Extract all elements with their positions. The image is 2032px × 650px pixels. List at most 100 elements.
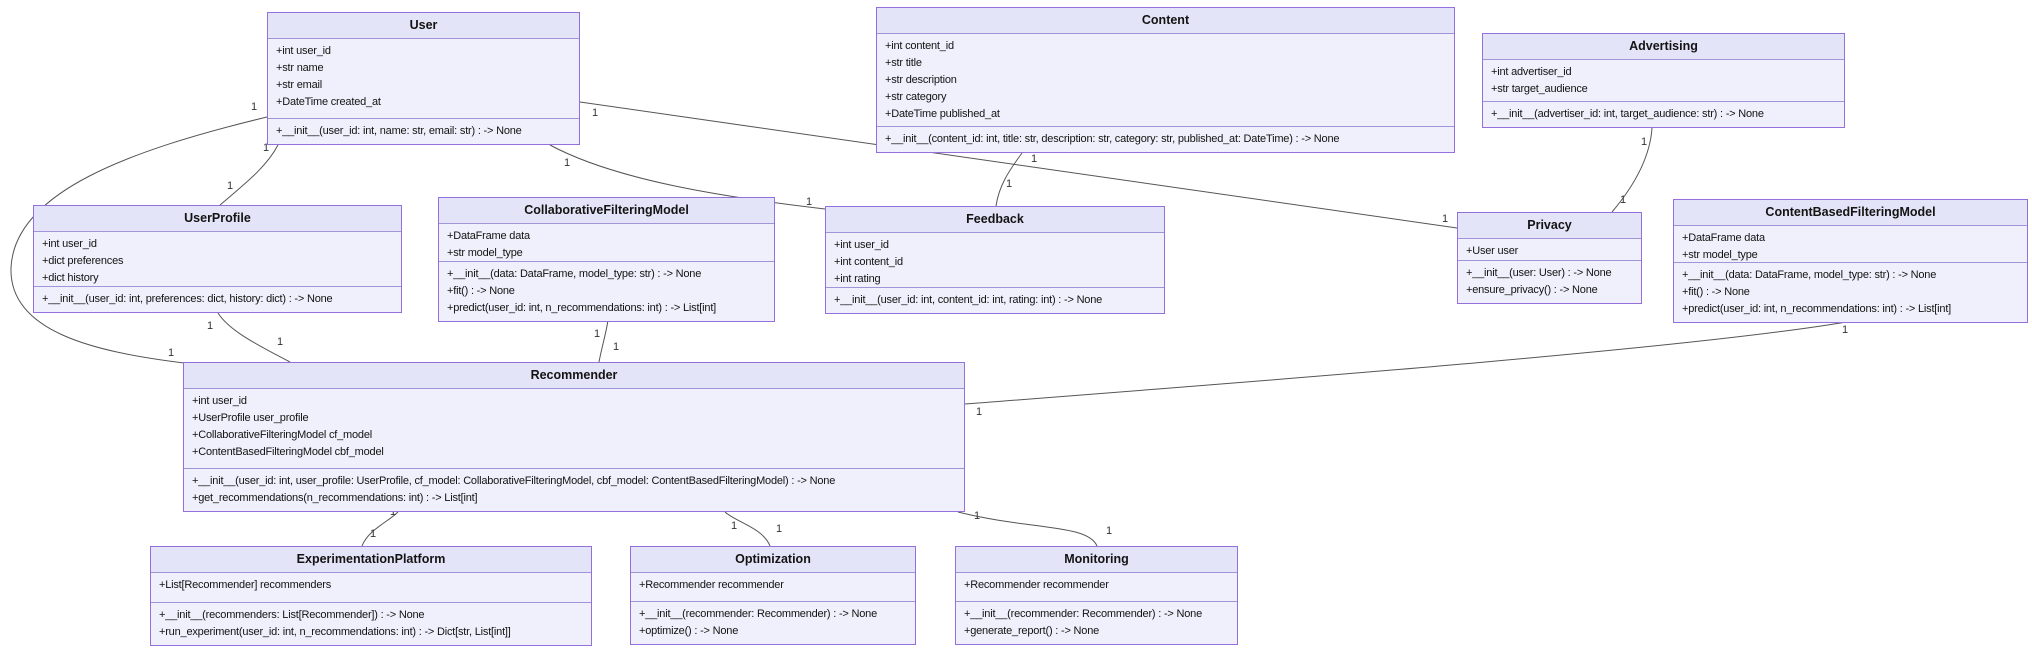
- method: +__init__(advertiser_id: int, target_aud…: [1491, 108, 1764, 120]
- method: +ensure_privacy() : -> None: [1466, 284, 1598, 296]
- methods-section: +__init__(user_id: int, content_id: int,…: [826, 287, 1164, 313]
- method: +__init__(user_id: int, name: str, email…: [276, 125, 522, 137]
- class-title: ContentBasedFilteringModel: [1674, 200, 2027, 225]
- attributes-section: +List[Recommender] recommenders: [151, 572, 591, 602]
- relationship-line-userprofile-recommender: [217, 312, 291, 363]
- multiplicity-label: 1: [1620, 194, 1626, 206]
- attributes-section: +DataFrame data +str model_type: [439, 223, 774, 261]
- relationship-line-advertising-privacy: [1611, 127, 1653, 213]
- relationship-line-recommender-monitoring: [957, 511, 1098, 547]
- attribute: +str target_audience: [1491, 83, 1588, 95]
- class-title: UserProfile: [34, 206, 401, 231]
- method: +fit() : -> None: [447, 285, 515, 297]
- multiplicity-label: 1: [1106, 525, 1112, 537]
- method: +__init__(data: DataFrame, model_type: s…: [447, 268, 702, 280]
- attribute: +str model_type: [1682, 249, 1758, 261]
- multiplicity-label: 1: [1006, 178, 1012, 190]
- attributes-section: +DataFrame data +str model_type: [1674, 225, 2027, 262]
- multiplicity-label: 1: [594, 328, 600, 340]
- attribute: +ContentBasedFilteringModel cbf_model: [192, 446, 384, 458]
- attribute: +int content_id: [834, 256, 903, 268]
- relationship-line-user-recommender: [10, 116, 268, 364]
- multiplicity-label: 1: [592, 107, 598, 119]
- attribute: +UserProfile user_profile: [192, 412, 309, 424]
- relationship-line-recommender-experimentationplatform: [361, 511, 399, 547]
- relationship-line-contentbasedfilteringmodel-recommender: [964, 320, 1853, 405]
- attribute: +DataFrame data: [1682, 232, 1765, 244]
- relationship-line-recommender-optimization: [724, 511, 771, 547]
- multiplicity-label: 1: [370, 528, 376, 540]
- attribute: +int rating: [834, 273, 881, 285]
- attributes-section: +Recommender recommender: [956, 572, 1237, 601]
- methods-section: +__init__(content_id: int, title: str, d…: [877, 126, 1454, 152]
- method: +__init__(user: User) : -> None: [1466, 267, 1612, 279]
- relationship-line-collaborativefilteringmodel-recommender: [598, 319, 609, 363]
- class-recommender: Recommender+int user_id+UserProfile user…: [183, 362, 965, 512]
- attribute: +DateTime published_at: [885, 108, 1000, 120]
- multiplicity-label: 1: [227, 180, 233, 192]
- class-optimization: Optimization +Recommender recommender +__i…: [630, 546, 916, 645]
- attribute: +str model_type: [447, 247, 523, 259]
- relationship-line-user-privacy: [579, 101, 1458, 229]
- methods-section: +__init__(recommender: Recommender) : ->…: [956, 601, 1237, 644]
- class-title: Optimization: [631, 547, 915, 572]
- method: +get_recommendations(n_recommendations: …: [192, 492, 478, 504]
- attributes-section: +int user_id +int content_id +int rating: [826, 232, 1164, 287]
- attribute: +str description: [885, 74, 957, 86]
- attribute: +User user: [1466, 245, 1519, 257]
- attributes-section: +User user: [1458, 238, 1641, 260]
- class-privacy: Privacy+User user+__init__(user: User) :…: [1457, 212, 1642, 304]
- multiplicity-label: 1: [207, 320, 213, 332]
- attributes-section: +Recommender recommender: [631, 572, 915, 601]
- attributes-section: +int advertiser_id+str target_audience: [1483, 59, 1844, 101]
- class-title: ExperimentationPlatform: [151, 547, 591, 572]
- multiplicity-label: 1: [1842, 324, 1848, 336]
- multiplicity-label: 1: [731, 520, 737, 532]
- method: +__init__(recommender: Recommender) : ->…: [964, 608, 1203, 620]
- attribute: +str category: [885, 91, 947, 103]
- attribute: +Recommender recommender: [964, 579, 1109, 591]
- multiplicity-label: 1: [1031, 153, 1037, 165]
- class-user: User+int user_id+str name+str email+Date…: [267, 12, 580, 145]
- method: +run_experiment(user_id: int, n_recommen…: [159, 626, 511, 638]
- method: +optimize() : -> None: [639, 625, 739, 637]
- method: +__init__(content_id: int, title: str, d…: [885, 133, 1340, 145]
- attribute: +str title: [885, 57, 922, 69]
- attributes-section: +int content_id+str title+str descriptio…: [877, 33, 1454, 126]
- methods-section: +__init__(data: DataFrame, model_type: s…: [1674, 262, 2027, 322]
- method: +__init__(recommenders: List[Recommender…: [159, 609, 425, 621]
- methods-section: +__init__(user_id: int, name: str, email…: [268, 118, 579, 144]
- attributes-section: +int user_id+str name+str email+DateTime…: [268, 38, 579, 118]
- attributes-section: +int user_id+UserProfile user_profile+Co…: [184, 388, 964, 468]
- class-content: Content+int content_id+str title+str des…: [876, 7, 1455, 153]
- attribute: +int user_id: [834, 239, 889, 251]
- multiplicity-label: 1: [776, 523, 782, 535]
- class-title: Recommender: [184, 363, 964, 388]
- class-userprofile: UserProfile+int user_id+dict preferences…: [33, 205, 402, 313]
- attributes-section: +int user_id+dict preferences+dict histo…: [34, 231, 401, 286]
- multiplicity-label: 1: [974, 510, 980, 522]
- methods-section: +__init__(user_id: int, preferences: dic…: [34, 286, 401, 312]
- method: +predict(user_id: int, n_recommendations…: [447, 302, 717, 314]
- class-feedback: Feedback+int user_id+int content_id+int …: [825, 206, 1165, 314]
- multiplicity-label: 1: [263, 142, 269, 154]
- methods-section: +__init__(data: DataFrame, model_type: s…: [439, 261, 774, 321]
- multiplicity-label: 1: [564, 157, 570, 169]
- method: +__init__(recommender: Recommender) : ->…: [639, 608, 878, 620]
- relationship-line-user-userprofile: [219, 144, 279, 206]
- attribute: +List[Recommender] recommenders: [159, 579, 332, 591]
- multiplicity-label: 1: [251, 101, 257, 113]
- multiplicity-label: 1: [390, 506, 396, 518]
- class-title: CollaborativeFilteringModel: [439, 198, 774, 223]
- attribute: +DateTime created_at: [276, 96, 381, 108]
- attribute: +dict history: [42, 272, 99, 284]
- attribute: +Recommender recommender: [639, 579, 784, 591]
- method: +generate_report() : -> None: [964, 625, 1100, 637]
- methods-section: +__init__(advertiser_id: int, target_aud…: [1483, 101, 1844, 127]
- attribute: +DataFrame data: [447, 230, 530, 242]
- multiplicity-label: 1: [976, 406, 982, 418]
- class-monitoring: Monitoring +Recommender recommender +__ini…: [955, 546, 1238, 645]
- class-title: Monitoring: [956, 547, 1237, 572]
- multiplicity-label: 1: [613, 341, 619, 353]
